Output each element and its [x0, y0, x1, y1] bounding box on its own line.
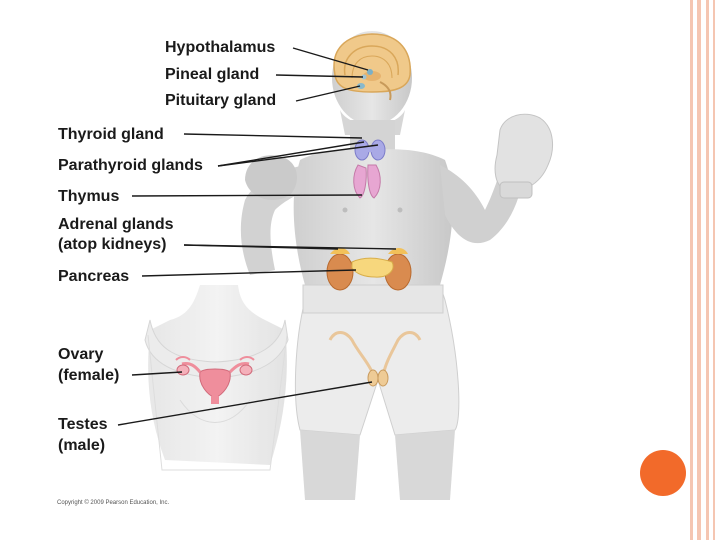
uterus-ovaries	[175, 356, 255, 404]
copyright-notice: Copyright © 2009 Pearson Education, Inc.	[57, 500, 170, 506]
accent-circle	[640, 450, 686, 496]
brain	[333, 33, 411, 101]
label-female: (female)	[58, 367, 120, 384]
label-parathyroid-glands: Parathyroid glands	[58, 157, 203, 174]
decorative-stripe	[706, 0, 709, 540]
label-adrenal-glands: Adrenal glands	[58, 216, 174, 233]
label-pituitary-gland: Pituitary gland	[165, 92, 277, 109]
label-thyroid-gland: Thyroid gland	[58, 126, 164, 143]
decorative-stripe	[697, 0, 701, 540]
pituitary-gland	[357, 83, 365, 89]
leader-lines	[117, 47, 397, 426]
decorative-stripe	[690, 0, 693, 540]
label-atop-kidneys: (atop kidneys)	[58, 236, 167, 253]
label-testes: Testes	[58, 416, 108, 433]
thymus	[353, 164, 381, 199]
decorative-stripe	[713, 0, 715, 540]
label-pancreas: Pancreas	[58, 268, 130, 285]
pineal-gland	[361, 74, 367, 80]
label-male: (male)	[58, 437, 106, 454]
label-thymus: Thymus	[58, 188, 120, 205]
abdominal-glands	[326, 248, 412, 291]
testes	[328, 331, 422, 387]
hypothalamus-gland	[367, 69, 373, 75]
label-hypothalamus: Hypothalamus	[165, 39, 276, 56]
thyroid	[354, 139, 386, 161]
label-ovary: Ovary	[58, 346, 104, 363]
label-pineal-gland: Pineal gland	[165, 66, 260, 83]
